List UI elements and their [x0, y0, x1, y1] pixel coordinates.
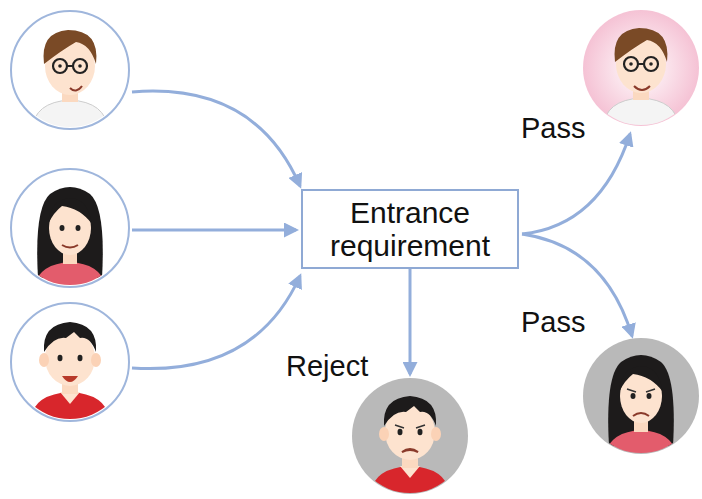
outcome-label: Pass — [519, 306, 587, 339]
process-box: Entrance requirement — [301, 189, 519, 269]
applicant-red — [11, 303, 129, 422]
applicant-woman — [11, 169, 129, 288]
rejected-red — [352, 378, 468, 496]
passed-woman — [583, 338, 699, 456]
passed-glasses — [583, 10, 699, 128]
box-text: Entrance requirement — [313, 196, 507, 262]
outcome-label: Pass — [519, 112, 587, 145]
outcome-label: Reject — [284, 350, 370, 383]
flow-arrows — [132, 91, 632, 374]
applicant-glasses — [11, 11, 129, 130]
